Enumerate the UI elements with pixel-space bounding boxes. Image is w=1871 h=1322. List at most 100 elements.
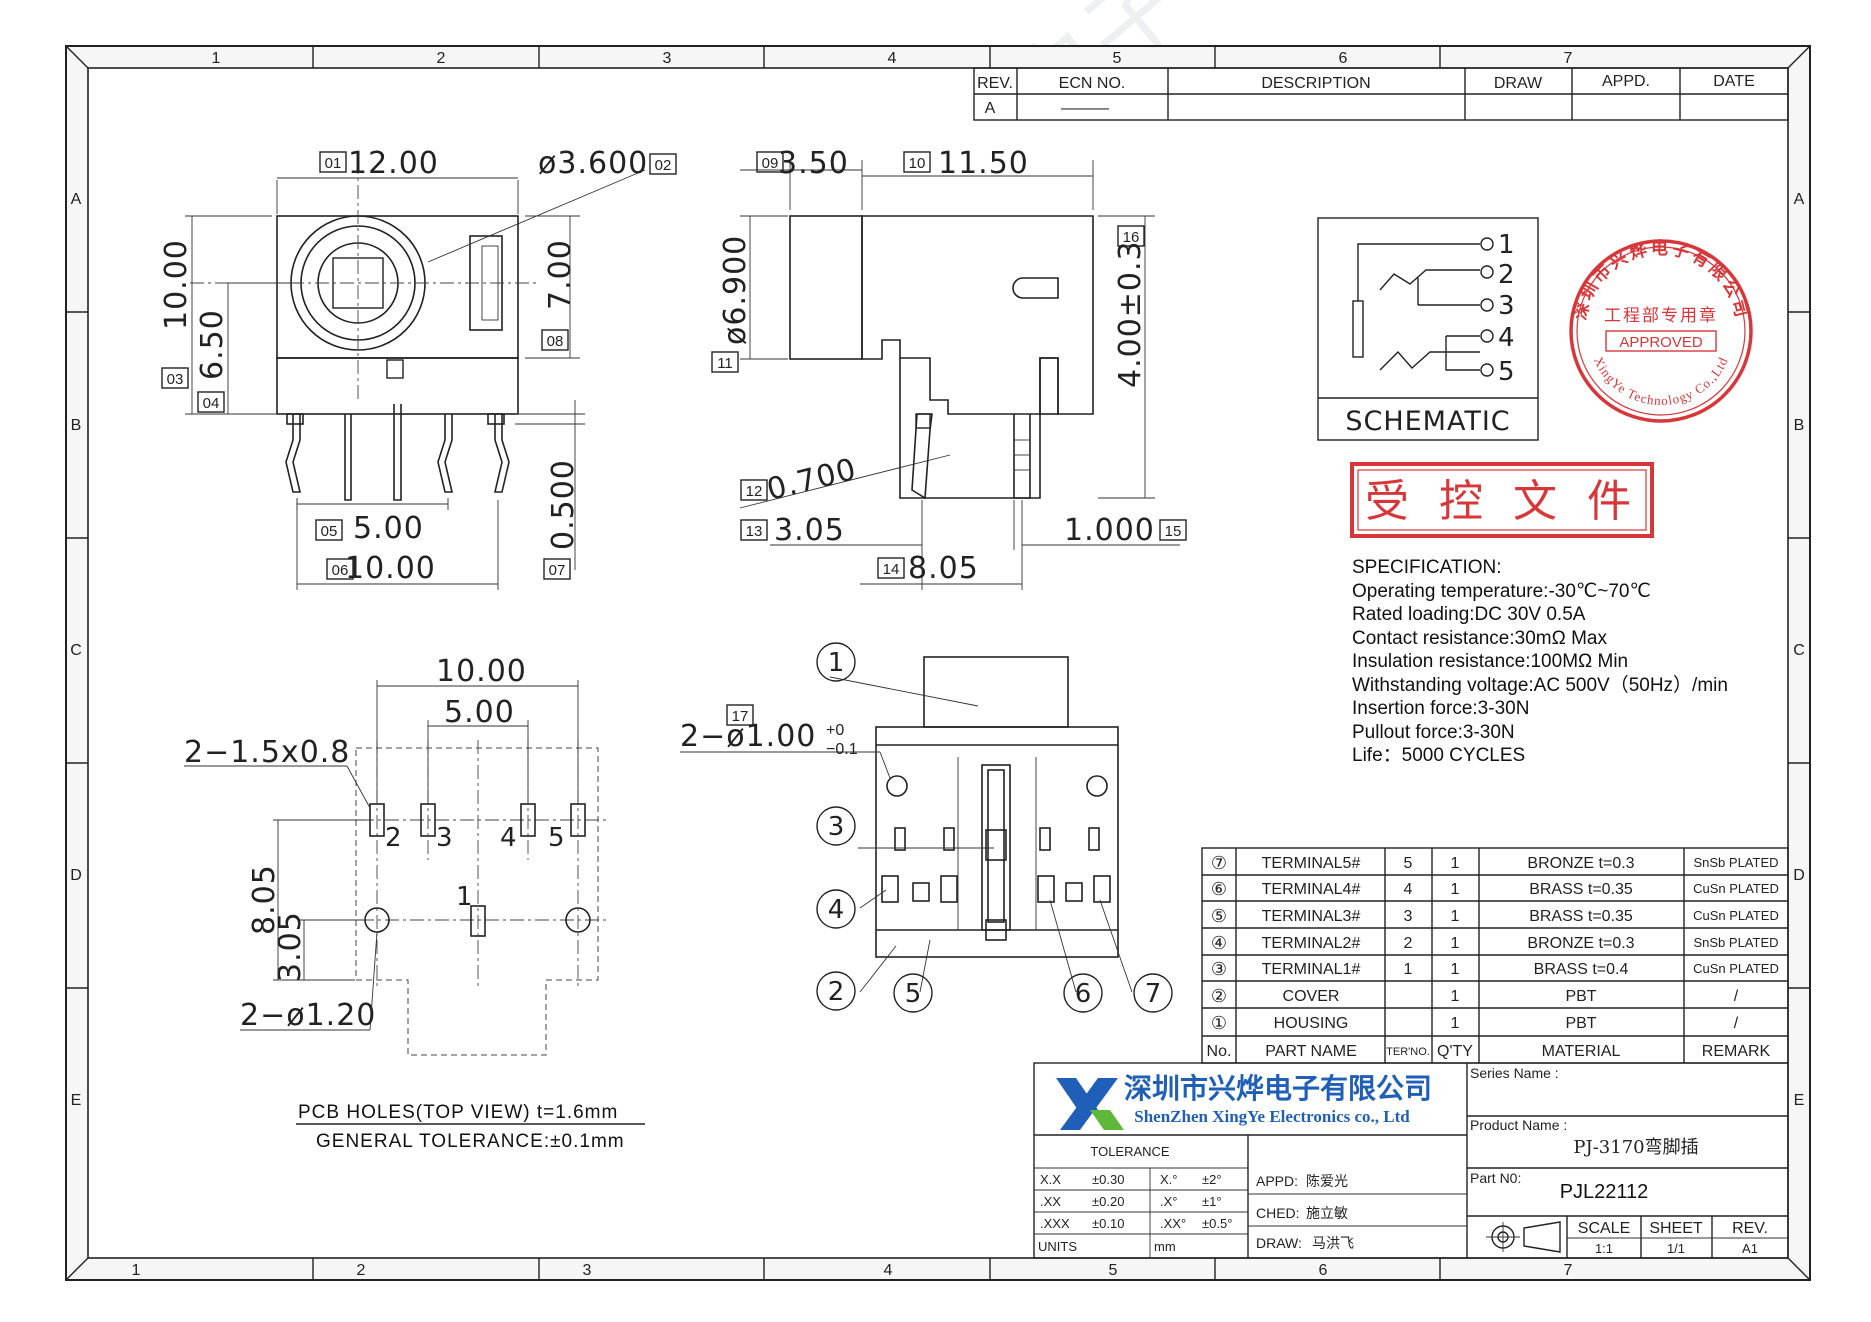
side-dim-pin-span: 8.05 (908, 551, 979, 586)
tag-01: 01 (325, 155, 342, 172)
zone-col-bottom-6: 6 (1319, 1262, 1328, 1279)
rev-label: REV. (1732, 1220, 1768, 1237)
bom-row-4-remark: SnSb PLATED (1693, 935, 1778, 950)
pcb-dim-slot: 2−1.5x0.8 (184, 735, 350, 770)
bottom-post-label: 2−ø1.00 (680, 719, 816, 754)
bom-row-4-no: ④ (1211, 933, 1227, 953)
side-dim-front-depth: 3.50 (778, 146, 849, 181)
bom-row-6-qty: 1 (1451, 988, 1460, 1005)
revision-block: REV. ECN NO. DESCRIPTION DRAW APPD. DATE… (973, 67, 1789, 121)
tol-row-1-a: X.X (1040, 1172, 1061, 1187)
rev-header-date: DATE (1713, 73, 1754, 90)
side-dim-pin-pitch: 1.000 (1064, 513, 1155, 548)
tol-row-1-b: ±0.30 (1092, 1172, 1124, 1187)
front-dim-pin-length: 0.500 (546, 459, 581, 550)
zone-row-left-C: C (70, 642, 82, 659)
tag-07: 07 (549, 562, 566, 579)
bom-row-6-remark: / (1734, 988, 1739, 1005)
bom-row-2-qty: 1 (1451, 881, 1460, 898)
zone-col-bottom-4: 4 (884, 1262, 893, 1279)
bom-row-4-qty: 1 (1451, 935, 1460, 952)
rev-header-draw: DRAW (1494, 75, 1543, 92)
tag-16: 16 (1123, 229, 1140, 246)
bom-row-5-remark: CuSn PLATED (1693, 961, 1779, 976)
tag-02: 02 (655, 157, 672, 174)
bom-row-4-name: TERMINAL2# (1262, 935, 1361, 952)
tol-row-1-d: ±2° (1202, 1172, 1222, 1187)
bom-row-1-remark: SnSb PLATED (1693, 855, 1778, 870)
zone-col-bottom-3: 3 (583, 1262, 592, 1279)
zone-row-right-E: E (1794, 1092, 1805, 1109)
front-dim-hole-center: 7.00 (543, 239, 578, 310)
spec-line-2: Rated loading:DC 30V 0.5A (1352, 604, 1586, 625)
seal-approved-text: APPROVED (1619, 334, 1703, 351)
bom-row-5-no: ③ (1211, 959, 1227, 979)
zone-row-left-B: B (71, 417, 82, 434)
bom-row-5-qty: 1 (1451, 961, 1460, 978)
side-dim-barrel-dia: ø6.900 (718, 235, 753, 345)
tag-03: 03 (167, 371, 184, 388)
tag-06: 06 (332, 562, 349, 579)
bom-row-3-qty: 1 (1451, 908, 1460, 925)
tag-05: 05 (321, 523, 338, 540)
appd-value: 陈爱光 (1306, 1173, 1348, 1189)
tol-row-3-b: ±0.10 (1092, 1216, 1124, 1231)
front-dim-pin-inner: 5.00 (353, 511, 424, 546)
front-dim-center-height: 6.50 (195, 309, 230, 380)
tag-15: 15 (1165, 523, 1182, 540)
bottom-tol-lower: −0.1 (826, 741, 858, 758)
balloon-2: 2 (828, 977, 845, 1007)
bom-row-1-ter: 5 (1404, 855, 1413, 872)
rev-row-rev: A (985, 100, 996, 117)
bom-row-2-no: ⑥ (1211, 879, 1227, 899)
bom-row-3-material: BRASS t=0.35 (1529, 908, 1633, 925)
rev-row-ecn: ——— (1061, 100, 1109, 117)
tol-row-3-d: ±0.5° (1202, 1216, 1232, 1231)
zone-row-right-D: D (1793, 867, 1805, 884)
spec-line-1: Operating temperature:-30℃~70℃ (1352, 581, 1651, 602)
balloon-5: 5 (905, 979, 922, 1009)
schematic-pin-4: 4 (1498, 323, 1515, 353)
zone-col-top-6: 6 (1339, 50, 1348, 67)
part-no-label: Part N0: (1470, 1170, 1521, 1186)
zone-row-left-D: D (70, 867, 82, 884)
bottom-tol-upper: +0 (826, 722, 844, 739)
scale-label: SCALE (1578, 1220, 1630, 1237)
side-dim-pin-offset: 3.05 (774, 513, 845, 548)
zone-col-top-2: 2 (437, 50, 446, 67)
bom-row-6-material: PBT (1565, 988, 1596, 1005)
balloon-7: 7 (1145, 979, 1162, 1009)
bom-header-material: MATERIAL (1542, 1043, 1621, 1060)
balloon-4: 4 (828, 895, 845, 925)
zone-col-bottom-7: 7 (1564, 1262, 1573, 1279)
schematic-title: SCHEMATIC (1345, 406, 1510, 437)
bom-header-remark: REMARK (1702, 1043, 1771, 1060)
specification: SPECIFICATION: Operating temperature:-30… (1352, 557, 1728, 766)
bom-table: ⑦ TERMINAL5# 5 1 BRONZE t=0.3 SnSb PLATE… (1201, 847, 1789, 1064)
tol-row-2-a: .XX (1040, 1194, 1061, 1209)
company-logo (1056, 1078, 1124, 1130)
zone-col-top-3: 3 (663, 50, 672, 67)
sheet-label: SHEET (1649, 1220, 1703, 1237)
balloon-6: 6 (1075, 979, 1092, 1009)
tag-13: 13 (746, 523, 763, 540)
tag-09: 09 (762, 155, 779, 172)
bom-row-3-name: TERMINAL3# (1262, 908, 1361, 925)
tol-row-2-d: ±1° (1202, 1194, 1222, 1209)
front-dim-height: 10.00 (159, 239, 194, 330)
title-block: 深圳市兴烨电子有限公司 ShenZhen XingYe Electronics … (1033, 1062, 1789, 1259)
schematic-pin-1: 1 (1498, 230, 1515, 260)
bom-row-3-remark: CuSn PLATED (1693, 908, 1779, 923)
pcb-pin-4: 4 (500, 823, 517, 853)
tag-11: 11 (717, 355, 733, 372)
pcb-caption-2: GENERAL TOLERANCE:±0.1mm (316, 1131, 625, 1152)
schematic-pin-3: 3 (1498, 291, 1515, 321)
zone-col-bottom-5: 5 (1109, 1262, 1118, 1279)
sheet-border: 1 2 3 4 5 6 7 1 2 3 4 5 6 7 A B C D E A … (65, 45, 1811, 1281)
bom-header-qty: Q'TY (1437, 1043, 1473, 1060)
front-view-tags: 01 02 03 04 05 06 07 08 (161, 151, 677, 580)
projection-symbol-icon (1486, 1221, 1561, 1253)
bom-row-7-name: HOUSING (1274, 1015, 1349, 1032)
zone-col-bottom-1: 1 (132, 1262, 141, 1279)
